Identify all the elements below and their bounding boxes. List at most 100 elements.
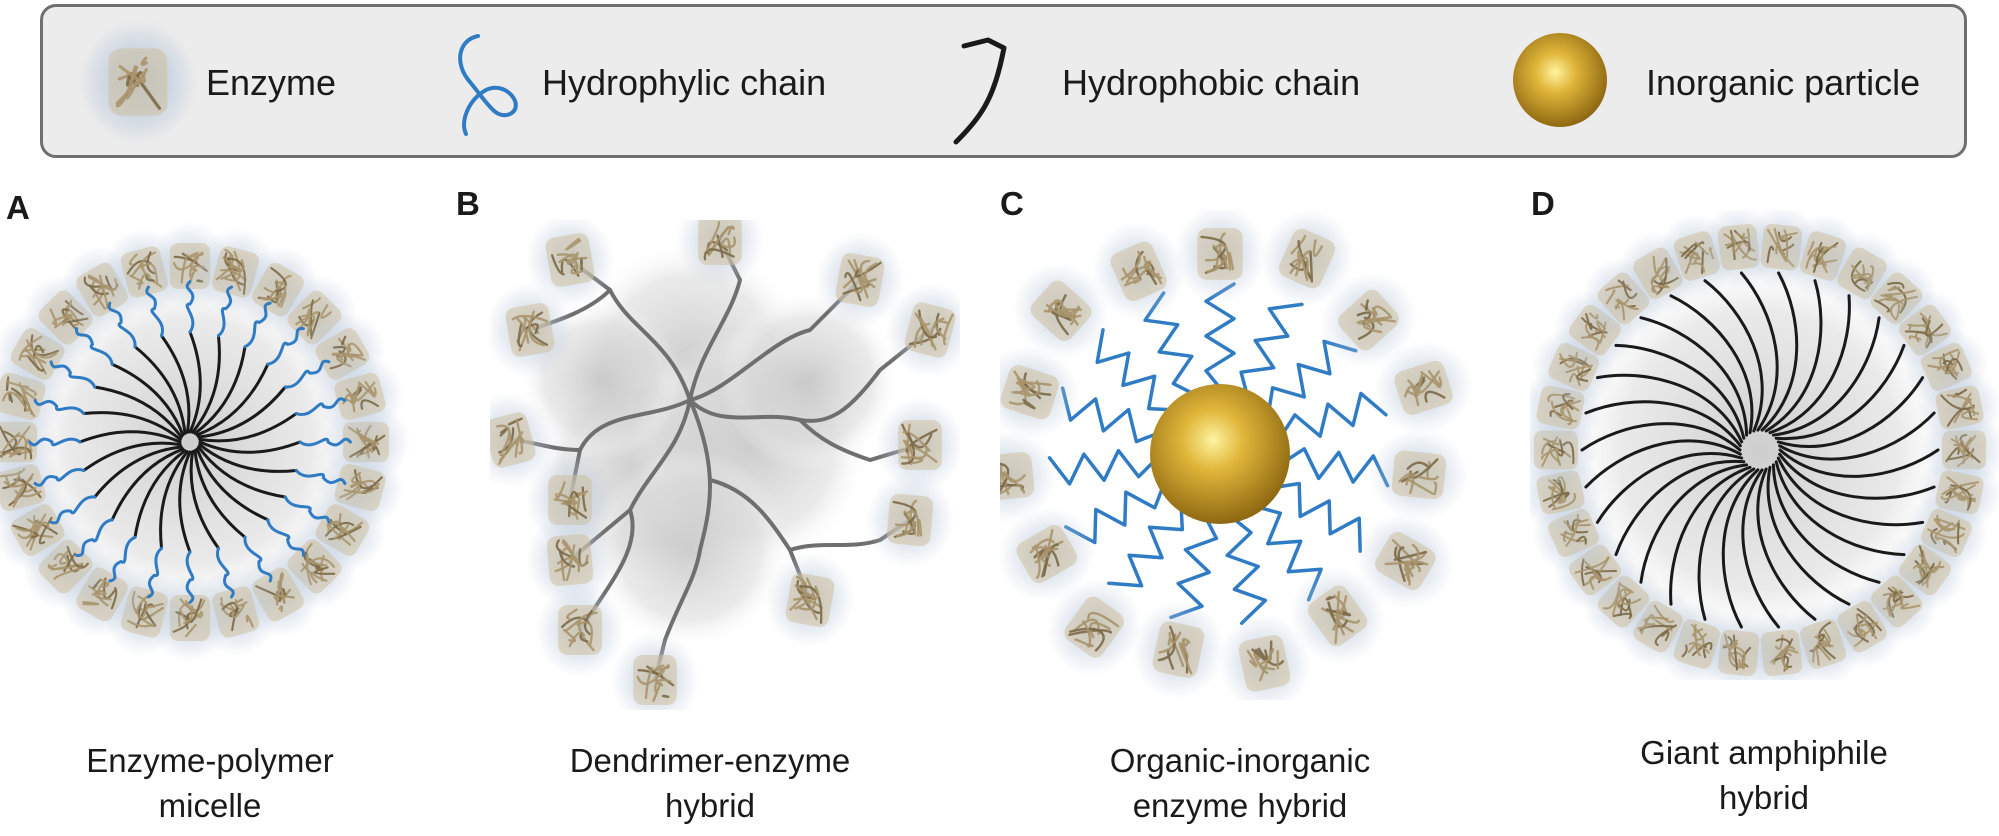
hydrophobic-chain: [1756, 467, 1817, 621]
hydrophobic-chain: [1764, 279, 1823, 433]
hydrophilic-chain-icon: [458, 34, 518, 136]
hydrophobic-chain: [178, 450, 192, 554]
hydrophobic-chain: [1721, 468, 1760, 629]
enzyme-icon: [865, 472, 955, 568]
enzyme-icon: [675, 220, 765, 288]
dendrimer-branch: [708, 478, 812, 602]
enzyme-icon: [1320, 272, 1417, 368]
hydrophilic-chain: [266, 327, 305, 366]
legend-enzyme-label: Enzyme: [206, 62, 337, 103]
hydrophobic-chain: [1776, 456, 1925, 527]
hydrophilic-chain: [294, 468, 347, 486]
amphiphile-core-shade: [1560, 250, 1960, 650]
hydrophobic-chain: [1614, 343, 1746, 440]
enzyme-icon: [610, 632, 700, 710]
dendrimer-branch: [653, 398, 712, 682]
organic-inorganic-enzyme-hybrid-illustration: [1000, 210, 1473, 700]
hydrophilic-chain: [185, 280, 195, 334]
hydrophilic-chain: [1064, 485, 1165, 545]
hydrophilic-chain: [49, 495, 97, 525]
hydrophilic-chain: [28, 437, 82, 447]
hydrophobic-chain: [1595, 452, 1744, 524]
hydrophobic-chain: [159, 450, 189, 550]
hydrophilic-chain: [1107, 505, 1185, 588]
hydrophobic-chain: [193, 449, 247, 539]
inorganic-particle-icon: [1513, 33, 1607, 127]
enzyme-icon: [1369, 428, 1469, 521]
enzyme-icon: [1174, 210, 1266, 304]
hydrophobic-chain: [1697, 467, 1756, 621]
hydrophilic-chain: [1060, 386, 1159, 444]
enzyme-icon: [885, 282, 960, 378]
hydrophobic-chain: [1774, 343, 1906, 441]
hydrophobic-chain: [198, 440, 302, 454]
dendrimer-branch: [688, 278, 862, 402]
hydrophilic-chain: [283, 495, 331, 524]
enzyme-shape: [78, 22, 198, 142]
dendrimer-branch: [568, 398, 692, 502]
enzyme-icon: [1356, 514, 1455, 608]
hydrophobic-chain: [133, 345, 187, 435]
hydrophilic-chain: [33, 398, 86, 416]
hydrophobic-chain: [1768, 294, 1851, 435]
hydrophilic-chain: [108, 535, 137, 583]
hydrophobic-chain: [1584, 400, 1742, 448]
hydrophilic-chain: [243, 301, 272, 349]
hydrophobic-chain: [1639, 316, 1749, 437]
hydrophobic-chain: [1639, 463, 1749, 584]
enzyme-icon: [490, 392, 555, 488]
hydrophilic-chain: [243, 535, 273, 583]
hydrophobic-chain: [197, 385, 287, 439]
caption-c: Organic-inorganic enzyme hybrid: [1109, 742, 1371, 824]
caption-d: Giant amphiphile hybrid: [1640, 734, 1888, 816]
hydrophobic-chain: [189, 450, 220, 550]
enzyme-icon: [535, 582, 625, 678]
hydrophilic-chain: [145, 285, 165, 338]
panel-letter-d: D: [1531, 185, 1555, 222]
hydrophobic-chain: [1595, 373, 1744, 444]
enzyme-polymer-micelle-illustration: [0, 221, 411, 663]
enzyme-icon: [525, 512, 615, 608]
hydrophobic-chain: [1739, 271, 1779, 432]
enzyme-icon: [1046, 578, 1142, 676]
hydrophobic-chain: [78, 430, 182, 444]
hydrophobic-chain: [1741, 468, 1781, 629]
hydrophilic-chain: [1095, 328, 1173, 412]
dendrimer-branch: [568, 258, 692, 402]
micelle-core-shade: [15, 267, 365, 617]
hydrophobic-chain: [110, 362, 185, 437]
hydrophobic-chain: [195, 362, 270, 437]
hydrophobic-chain: [1766, 465, 1851, 606]
enzyme-icon: [490, 282, 575, 378]
panel-letter-c: C: [1000, 185, 1024, 222]
hydrophobic-chain: [1614, 459, 1746, 557]
hydrophilic-chain: [146, 546, 164, 599]
hydrophilic-chain: [216, 285, 234, 338]
hydrophilic-chain: [294, 397, 347, 417]
enzyme-icon: [815, 232, 905, 328]
hydrophobic-chain: [198, 412, 298, 443]
caption-b: Dendrimer-enzyme hybrid: [569, 742, 851, 824]
dendrimer-shade: [720, 290, 900, 470]
hydrophobic-chain: [1760, 271, 1799, 432]
hydrophobic-chain: [93, 445, 183, 499]
hydrophobic-chain: [1669, 294, 1754, 435]
hydrophobic-chain: [1669, 465, 1752, 606]
legend-inorganic-label: Inorganic particle: [1646, 62, 1921, 103]
hydrophilic-chain: [33, 467, 86, 487]
enzyme-icon: [875, 397, 960, 493]
hydrophobic-chain: [1771, 316, 1881, 437]
hydrophilic-chain: [1275, 481, 1362, 553]
panel-letter-a: A: [6, 189, 30, 226]
hydrophobic-chain: [193, 345, 247, 435]
enzyme-icon: [78, 22, 198, 142]
enzyme-icon: [525, 220, 615, 308]
hydrophobic-chain: [1771, 463, 1881, 584]
hydrophobic-chain: [198, 443, 298, 473]
hydrophobic-chain: [197, 445, 287, 499]
enzyme-icon: [1000, 345, 1080, 439]
hydrophilic-chain: [1169, 516, 1219, 620]
enzyme-icon: [1374, 341, 1473, 435]
legend-hydrophilic-label: Hydrophylic chain: [542, 62, 827, 103]
